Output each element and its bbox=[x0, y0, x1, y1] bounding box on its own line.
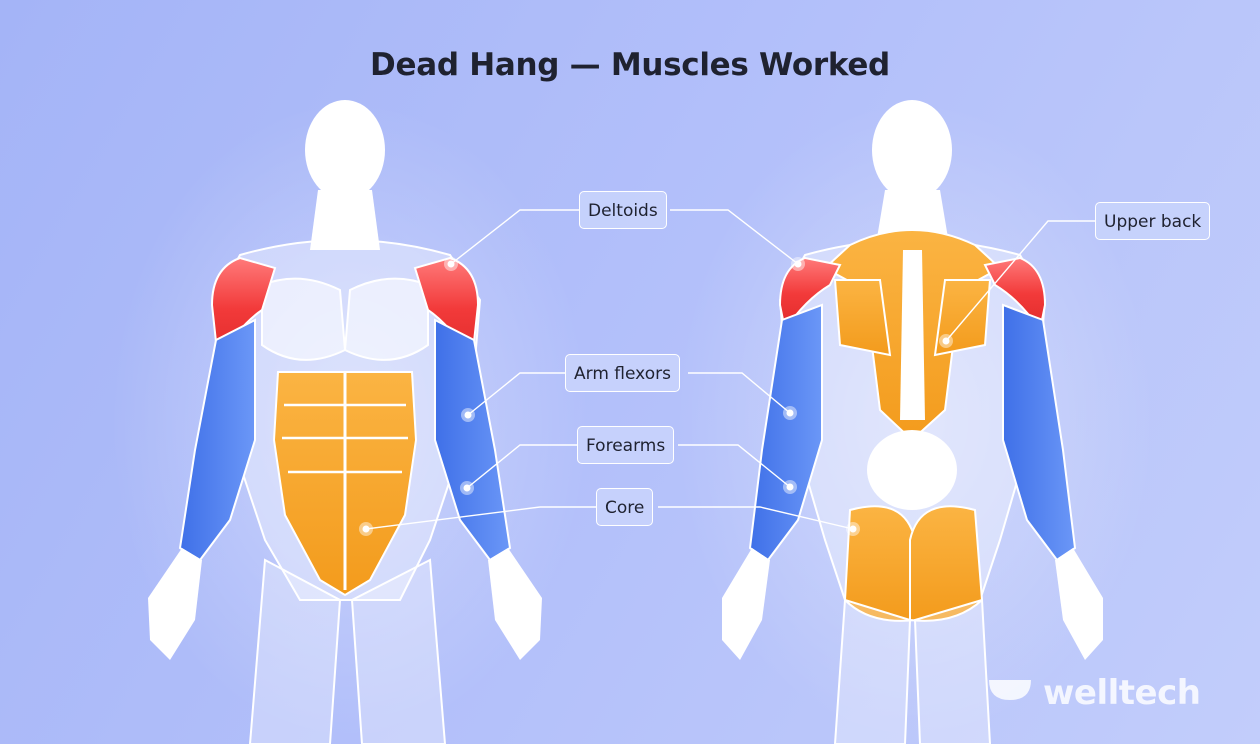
front-left-arm bbox=[178, 318, 256, 562]
deltoids-line-front bbox=[450, 209, 580, 265]
back-left-arm bbox=[748, 303, 823, 562]
core-line-front bbox=[365, 506, 597, 530]
brand-name: welltech bbox=[1043, 673, 1201, 713]
forearms-line-back bbox=[678, 444, 791, 488]
core-line-back bbox=[658, 506, 854, 530]
forearms-line-front bbox=[466, 444, 578, 489]
back-left-hand bbox=[722, 548, 770, 660]
arm-flexors-line-front bbox=[467, 372, 566, 416]
front-figure bbox=[148, 100, 542, 744]
front-right-pectoral bbox=[343, 277, 429, 361]
brand-logo: welltech bbox=[987, 668, 1237, 718]
back-left-upper-back bbox=[833, 279, 892, 357]
back-spine bbox=[900, 250, 925, 420]
label-forearms: Forearms bbox=[577, 426, 675, 464]
back-lower-back bbox=[867, 430, 957, 510]
front-neck bbox=[310, 190, 380, 250]
callout-dots bbox=[359, 257, 953, 536]
page-title: Dead Hang — Muscles Worked bbox=[370, 47, 890, 83]
label-core: Core bbox=[596, 488, 654, 526]
arm-flexors-line-back bbox=[688, 372, 791, 414]
front-left-pectoral bbox=[261, 277, 347, 361]
label-upper-back: Upper back bbox=[1095, 202, 1211, 240]
label-arm-flexors: Arm flexors bbox=[565, 354, 680, 392]
deltoids-line-back bbox=[670, 209, 799, 265]
front-right-arm bbox=[434, 318, 512, 562]
front-right-hand bbox=[488, 548, 542, 660]
front-head bbox=[305, 100, 385, 200]
callout-lines bbox=[365, 209, 1095, 530]
back-right-leg bbox=[913, 598, 992, 744]
back-head bbox=[872, 100, 952, 200]
back-left-leg bbox=[833, 598, 912, 744]
front-left-leg bbox=[248, 558, 342, 744]
front-left-hand bbox=[148, 548, 202, 660]
back-right-hand bbox=[1055, 548, 1103, 660]
front-right-leg bbox=[350, 558, 447, 744]
back-right-arm bbox=[1002, 303, 1077, 562]
back-figure bbox=[722, 100, 1103, 744]
label-deltoids: Deltoids bbox=[579, 191, 667, 229]
welltech-logo-icon bbox=[989, 680, 1031, 700]
back-right-upper-back bbox=[933, 279, 992, 357]
back-right-glute bbox=[909, 505, 984, 622]
upper-back-line bbox=[945, 220, 1095, 342]
